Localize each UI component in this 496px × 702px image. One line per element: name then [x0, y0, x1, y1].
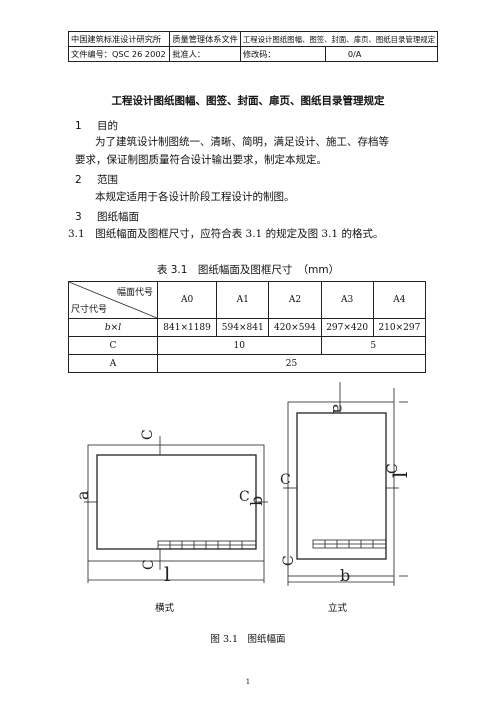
paper-format-figure: C a C b C l a C C l C b [73, 382, 412, 586]
table-cell: 25 [157, 354, 426, 373]
dim-l-bottom: l [164, 562, 170, 586]
column-header: A0 [156, 281, 218, 319]
header-table: 中国建筑标准设计研究所 质量管理体系文件 工程设计图纸图幅、图签、封面、扉页、图… [67, 31, 439, 62]
corner-top-label: 幅面代号 [116, 288, 153, 298]
dim-a-left: a [73, 490, 92, 500]
table-cell: 420×594 [268, 318, 322, 337]
page-number: 1 [245, 678, 251, 686]
scope-text: 本规定适用于各设计阶段工程设计的制图。 [95, 191, 295, 203]
landscape-frame [96, 454, 257, 550]
header-rev-code: 0/A [324, 46, 439, 62]
header-org: 中国建筑标准设计研究所 [67, 31, 171, 47]
table-cell: 10 [157, 336, 322, 355]
table-cell: 210×297 [372, 318, 427, 337]
diagonal-line [69, 282, 157, 318]
table-cell: 297×420 [320, 318, 374, 337]
dim-c-bottom-portrait: C [281, 555, 297, 566]
table-cell: 594×841 [216, 318, 270, 337]
dim-l-right: l [388, 472, 412, 478]
dim-c-right-portrait: C [385, 463, 401, 474]
table-caption: 表 3.1 图纸幅面及图框尺寸 （mm） [156, 264, 340, 276]
header-rev-label: 修改码： [239, 46, 326, 62]
portrait-label: 立式 [328, 603, 348, 614]
dim-c-bottom: C [141, 559, 157, 570]
landscape-label: 横式 [155, 603, 175, 614]
header-file-no: 文件编号：QSC 26 2002 [67, 46, 171, 62]
portrait-title-block [312, 539, 387, 549]
section-number: 3 [75, 211, 82, 223]
header-doc-name: 工程设计图纸图幅、图签、封面、扉页、图纸目录管理规定 [239, 31, 439, 47]
section-title: 范围 [97, 174, 118, 186]
corner-bottom-label: 尺寸代号 [71, 305, 108, 315]
column-header: A3 [320, 281, 374, 319]
figure-caption: 图 3.1 图纸幅面 [210, 634, 286, 645]
column-header: A4 [372, 281, 427, 319]
portrait-frame [296, 412, 387, 560]
portrait-sheet [287, 401, 395, 577]
dim-b-right: b [247, 496, 266, 506]
section-title: 目的 [97, 120, 118, 132]
header-approver: 批准人： [169, 46, 241, 62]
column-header: A1 [216, 281, 270, 319]
landscape-sheet [87, 444, 265, 562]
section-1-heading: 1 目的 [75, 118, 118, 133]
dim-a-top: a [329, 404, 348, 414]
purpose-line-2: 要求，保证制图质量符合设计输出要求，制定本规定。 [75, 154, 327, 166]
clause-3-1: 3.1 图纸幅面及图框尺寸，应符合表 3.1 的规定及图 3.1 的格式。 [68, 228, 384, 240]
dim-c-top: C [140, 429, 156, 440]
row-label: C [68, 336, 158, 355]
table-corner-cell: 幅面代号 尺寸代号 [68, 281, 158, 319]
landscape-title-block [157, 540, 257, 550]
section-2-heading: 2 范围 [75, 172, 118, 187]
section-number: 1 [75, 120, 82, 132]
paper-size-table: 幅面代号 尺寸代号 A0 A1 A2 A3 A4 b×l 841×1189 59… [68, 281, 427, 373]
document-title: 工程设计图纸图幅、图签、封面、扉页、图纸目录管理规定 [111, 95, 385, 107]
section-title: 图纸幅面 [97, 211, 139, 223]
header-doctype: 质量管理体系文件 [169, 31, 241, 47]
dim-c-left: C [280, 472, 291, 488]
dim-c-right: C [239, 489, 250, 505]
section-3-heading: 3 图纸幅面 [75, 209, 139, 224]
column-header: A2 [268, 281, 322, 319]
purpose-line-1: 为了建筑设计制图统一、清晰、简明，满足设计、施工、存档等 [95, 136, 389, 148]
table-cell: 5 [320, 336, 427, 355]
row-label: b×l [68, 318, 158, 337]
section-number: 2 [75, 174, 82, 186]
table-cell: 841×1189 [156, 318, 218, 337]
dim-b-bottom: b [340, 566, 350, 585]
